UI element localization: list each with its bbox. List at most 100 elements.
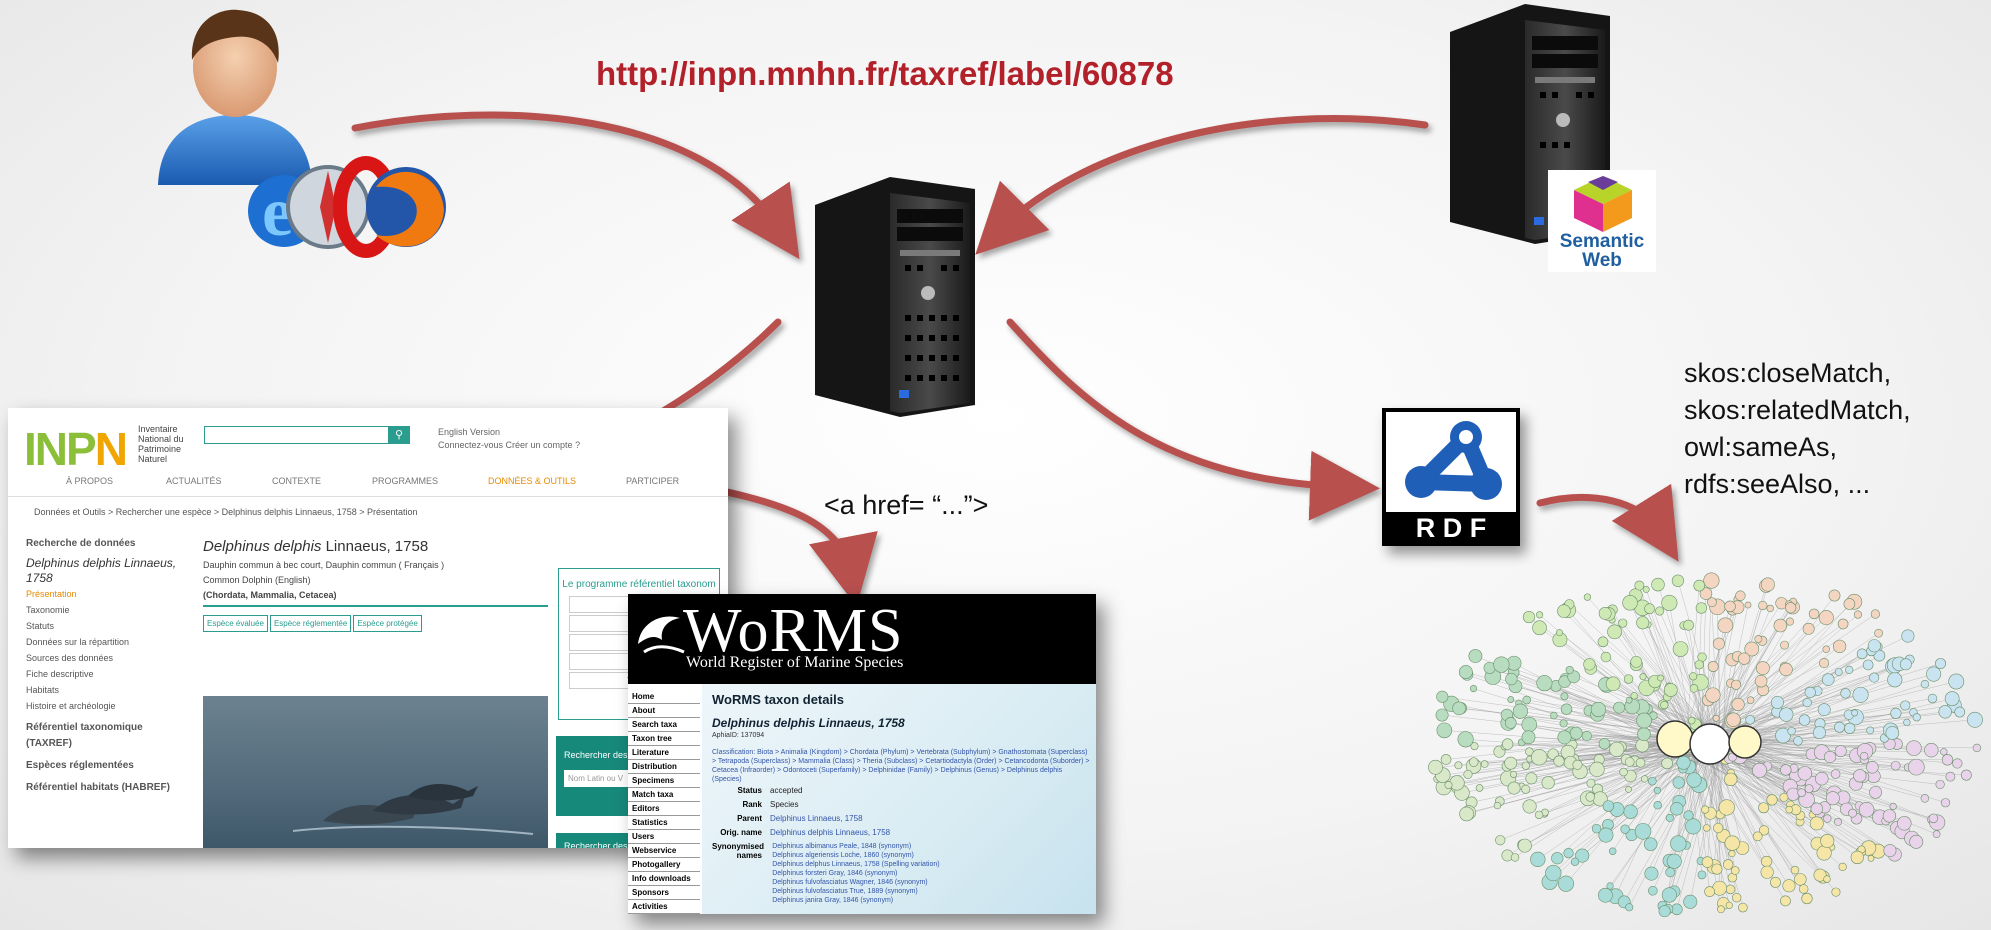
parent-link[interactable]: Delphinus Linnaeus, 1758 xyxy=(770,814,863,823)
sidebar-item[interactable]: Taxonomie xyxy=(26,605,70,615)
lod-dataset-node xyxy=(1531,749,1548,766)
sidebar-section[interactable]: Référentiel taxonomique (TAXREF) xyxy=(26,722,143,749)
lod-dataset-node xyxy=(1754,674,1768,688)
lod-dataset-node xyxy=(1536,611,1544,619)
inpn-main: Delphinus delphis Linnaeus, 1758 Dauphin… xyxy=(203,538,548,632)
search-icon[interactable]: ⚲ xyxy=(388,426,410,444)
synonym-link[interactable]: Delphinus fulvofasciatus True, 1889 (syn… xyxy=(772,888,918,895)
sidebar-heading[interactable]: Recherche de données xyxy=(26,538,136,549)
lod-dataset-node xyxy=(1666,853,1682,869)
lod-dataset-node xyxy=(1745,714,1755,725)
worms-menu-item[interactable]: Statistics xyxy=(628,816,700,830)
sidebar-item[interactable]: Présentation xyxy=(26,589,77,599)
nav-item[interactable]: CONTEXTE xyxy=(272,476,322,486)
worms-menu-item[interactable]: Match taxa xyxy=(628,788,700,802)
lod-dataset-node xyxy=(1908,758,1925,776)
worms-menu-item[interactable]: Info downloads xyxy=(628,872,700,886)
tag-button[interactable]: Espèce réglementée xyxy=(269,615,352,632)
sidebar-item[interactable]: Statuts xyxy=(26,621,55,631)
lod-dataset-node xyxy=(1634,823,1652,840)
lod-dataset-node xyxy=(1642,586,1650,593)
lod-dataset-node xyxy=(1874,628,1883,638)
lod-dataset-node xyxy=(1697,870,1707,880)
lod-dataset-node xyxy=(1738,902,1748,913)
href-label: <a href= “...”> xyxy=(824,490,989,520)
lod-dataset-node xyxy=(1658,905,1671,918)
worms-menu-item[interactable]: Search taxa xyxy=(628,718,700,732)
synonym-link[interactable]: Delphinus forsteri Gray, 1846 (synonym) xyxy=(772,870,898,877)
synonym-link[interactable]: Delphinus janira Gray, 1846 (synonym) xyxy=(772,897,894,904)
worms-menu-item[interactable]: Webservice xyxy=(628,844,700,858)
lod-dataset-node xyxy=(1522,799,1537,814)
sidebar-section[interactable]: Référentiel habitats (HABREF) xyxy=(26,782,170,793)
lod-dataset-node xyxy=(1853,769,1867,783)
lod-dataset-node xyxy=(1639,673,1647,681)
worms-menu-item[interactable]: Distribution xyxy=(628,760,700,774)
worms-menu-item[interactable]: Sponsors xyxy=(628,886,700,900)
lod-dataset-node xyxy=(1927,693,1938,704)
tag-button[interactable]: Espèce protégée xyxy=(353,615,422,632)
synonym-link[interactable]: Delphinus albimanus Peale, 1848 (synonym… xyxy=(772,843,912,850)
worms-menu-item[interactable]: Photogallery xyxy=(628,858,700,872)
lod-hub-node xyxy=(1656,720,1694,758)
lod-dataset-node xyxy=(1780,895,1791,907)
lod-dataset-node xyxy=(1598,606,1612,620)
inpn-search-input[interactable] xyxy=(204,426,396,444)
sidebar-section[interactable]: Espèces réglementées xyxy=(26,760,134,771)
lod-dataset-node xyxy=(1699,587,1713,600)
synonym-link[interactable]: Delphinus delphus Linnaeus, 1758 (Spelli… xyxy=(772,861,940,868)
worms-menu-item[interactable]: Editors xyxy=(628,802,700,816)
english-version-link[interactable]: English Version xyxy=(438,427,501,437)
worms-menu-item[interactable]: Home xyxy=(628,690,700,704)
sidebar-item[interactable]: Fiche descriptive xyxy=(26,669,94,679)
lod-dataset-node xyxy=(1644,603,1655,615)
lod-dataset-node xyxy=(1685,818,1702,835)
lod-dataset-node xyxy=(1630,655,1643,668)
lod-dataset-node xyxy=(1869,785,1882,799)
sidebar-item[interactable]: Histoire et archéologie xyxy=(26,701,116,711)
synonym-link[interactable]: Delphinus fulvofasciatus Wagner, 1846 (s… xyxy=(772,879,928,886)
lod-dataset-node xyxy=(1504,717,1517,729)
lod-dataset-node xyxy=(1754,635,1763,643)
lod-dataset-node xyxy=(1804,686,1816,698)
worms-menu-item[interactable]: Taxon tree xyxy=(628,732,700,746)
lod-dataset-node xyxy=(1444,781,1453,790)
lod-dataset-node xyxy=(1900,700,1911,711)
worms-menu-item[interactable]: About xyxy=(628,704,700,718)
nav-item[interactable]: ACTUALITÉS xyxy=(166,476,222,486)
nav-item-active[interactable]: DONNÉES & OUTILS xyxy=(488,476,577,486)
nav-item[interactable]: À PROPOS xyxy=(66,476,114,486)
login-link[interactable]: Connectez-vous Créer un compte ? xyxy=(438,440,581,450)
synonym-link[interactable]: Delphinus algeriensis Loche, 1860 (synon… xyxy=(772,852,914,859)
tag-button[interactable]: Espèce évaluée xyxy=(203,615,268,632)
lod-dataset-node xyxy=(1625,696,1633,704)
sidebar-item[interactable]: Sources des données xyxy=(26,653,114,663)
lod-dataset-node xyxy=(1620,824,1630,834)
worms-menu-item[interactable]: Literature xyxy=(628,746,700,760)
worms-menu-item[interactable]: Users xyxy=(628,830,700,844)
lod-dataset-node xyxy=(1972,743,1982,753)
url-label: http://inpn.mnhn.fr/taxref/label/60878 xyxy=(596,55,1174,92)
orig-name-link[interactable]: Delphinus delphis Linnaeus, 1758 xyxy=(770,828,891,837)
lod-dataset-node xyxy=(1630,692,1638,700)
lod-dataset-node xyxy=(1773,618,1788,633)
lod-dataset-node xyxy=(1731,892,1742,903)
nav-item[interactable]: PROGRAMMES xyxy=(372,476,439,486)
lod-dataset-node xyxy=(1551,852,1564,865)
lod-dataset-node xyxy=(1625,903,1634,912)
lod-dataset-node xyxy=(1534,810,1544,820)
lod-dataset-node xyxy=(1701,805,1710,814)
lod-dataset-node xyxy=(1882,809,1897,823)
worms-menu-item[interactable]: Specimens xyxy=(628,774,700,788)
worms-menu-item[interactable]: Activities xyxy=(628,900,700,914)
lod-dataset-node xyxy=(1458,665,1473,679)
sidebar-item[interactable]: Habitats xyxy=(26,685,60,695)
lod-dataset-node xyxy=(1887,672,1903,688)
lod-dataset-node xyxy=(1689,684,1699,693)
lod-dataset-node xyxy=(1731,697,1745,712)
lod-dataset-node xyxy=(1760,865,1774,879)
worms-title: WoRMS xyxy=(683,597,904,665)
lod-dataset-node xyxy=(1866,760,1879,774)
sidebar-item[interactable]: Données sur la répartition xyxy=(26,637,130,647)
nav-item[interactable]: PARTICIPER xyxy=(626,476,680,486)
